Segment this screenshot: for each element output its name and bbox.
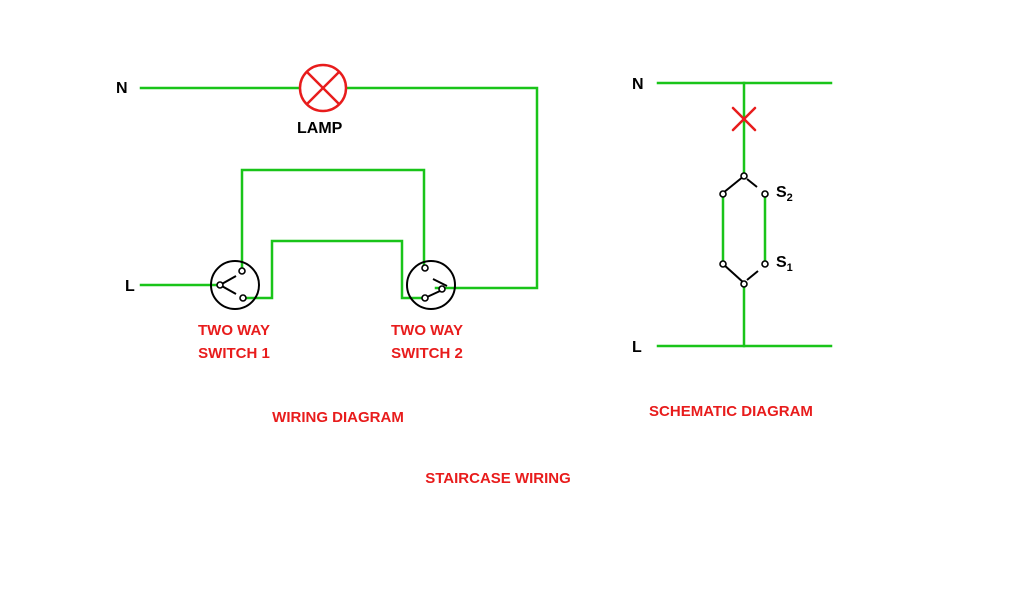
s2-common-terminal: [740, 172, 748, 180]
switch-1-lower-terminal: [239, 294, 247, 302]
s1-label-letter: S: [776, 254, 787, 271]
schematic-lamp-line-b: [731, 106, 757, 132]
switch-2-lever-upper: [432, 278, 448, 287]
schematic-diagram-caption: SCHEMATIC DIAGRAM: [649, 403, 813, 420]
switch-1-body: [210, 260, 260, 310]
lamp-cross-line-b: [305, 70, 341, 106]
s1-right-terminal: [761, 260, 769, 268]
schematic-wires: [656, 81, 833, 348]
two-way-switch-1: [210, 260, 260, 310]
wiring-diagram: N L LAMP TWO WAY SWITCH 1 TWO WAY SWITCH…: [116, 63, 539, 426]
upper-traveller-wire: [240, 168, 426, 272]
wiring-live-label: L: [125, 278, 135, 295]
schematic-diagram: N L S2 S1 SCHEMATIC DIAGRAM: [632, 76, 833, 420]
switch-2-body: [406, 260, 456, 310]
lamp-symbol: [298, 63, 348, 113]
switch-2-lever-lower: [426, 290, 441, 298]
s1-common-terminal: [740, 280, 748, 288]
s2-label-letter: S: [776, 184, 787, 201]
s1-label: S1: [776, 254, 793, 274]
switch-2-caption-line-2: SWITCH 2: [391, 345, 463, 362]
switch-2-upper-terminal: [421, 264, 429, 272]
switch-2-common-terminal: [438, 285, 446, 293]
lamp-label: LAMP: [297, 120, 343, 137]
s1-left-terminal: [719, 260, 727, 268]
switch-1-common-terminal: [216, 281, 224, 289]
schematic-switch-s1: [719, 260, 769, 288]
switch-1-caption-line-2: SWITCH 1: [198, 345, 270, 362]
wiring-diagram-caption: WIRING DIAGRAM: [272, 409, 404, 426]
switch-2-lower-terminal: [421, 294, 429, 302]
schematic-lamp-symbol: [731, 106, 757, 132]
diagram-title: STAIRCASE WIRING: [425, 470, 571, 487]
s1-blade: [722, 263, 745, 284]
switch-1-upper-terminal: [238, 267, 246, 275]
s2-right-terminal: [761, 190, 769, 198]
schematic-switch-s2: [719, 172, 769, 198]
s2-left-terminal: [719, 190, 727, 198]
s1-label-index: 1: [787, 262, 793, 274]
switch-2-caption-line-1: TWO WAY: [391, 322, 463, 339]
s2-label-index: 2: [787, 192, 793, 204]
schematic-live-label: L: [632, 339, 642, 356]
s2-blade: [722, 175, 745, 194]
wiring-wires: [139, 86, 539, 300]
wiring-neutral-label: N: [116, 80, 128, 97]
two-way-switch-2: [406, 260, 456, 310]
s1-contact-stub: [746, 270, 759, 281]
lamp-return-wire: [345, 86, 539, 290]
switch-1-caption-line-1: TWO WAY: [198, 322, 270, 339]
schematic-neutral-label: N: [632, 76, 644, 93]
s2-label: S2: [776, 184, 793, 204]
lower-traveller-wire: [242, 239, 426, 300]
s2-contact-stub: [746, 178, 758, 188]
